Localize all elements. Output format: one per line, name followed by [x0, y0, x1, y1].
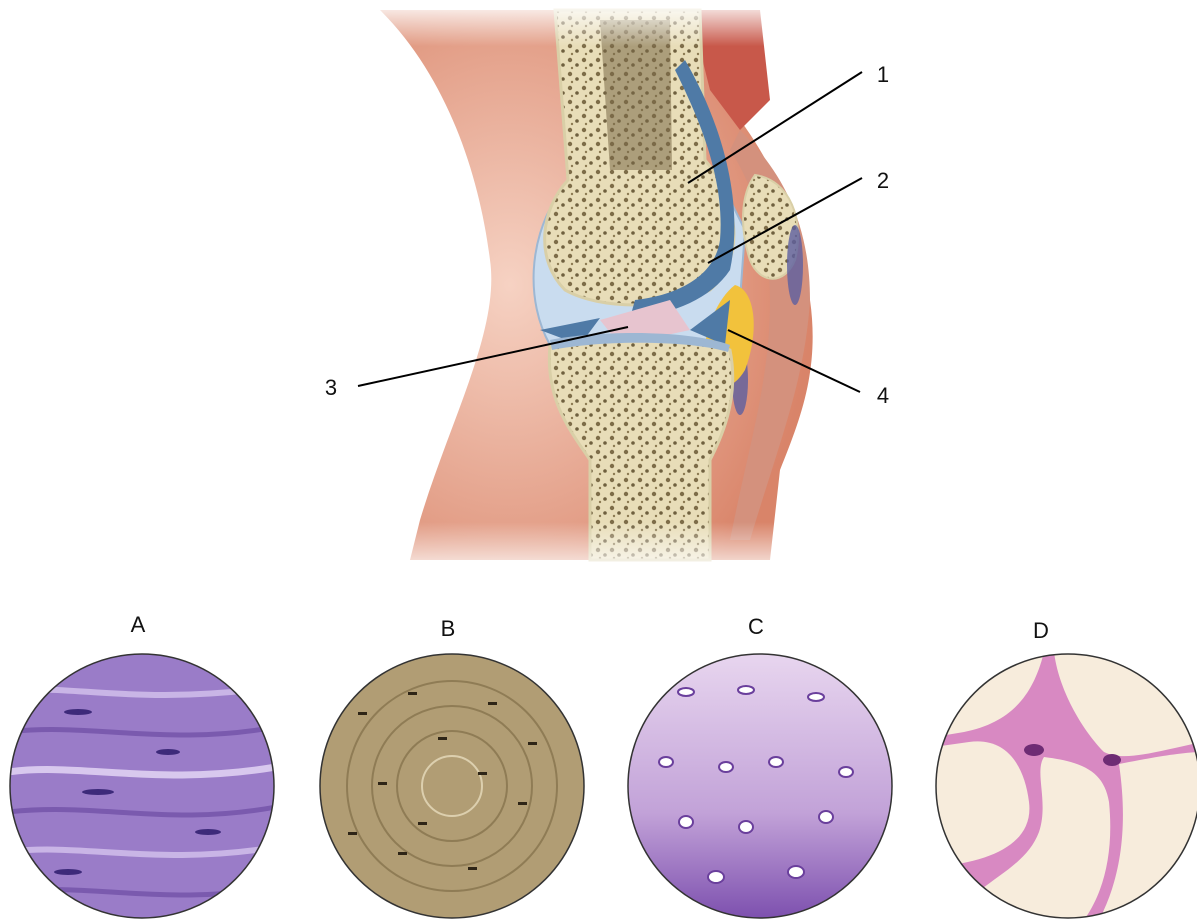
- callout-1: 1: [868, 62, 898, 88]
- micrograph-b: [318, 652, 586, 920]
- panel-label-c: C: [736, 614, 776, 640]
- callout-2: 2: [868, 168, 898, 194]
- panel-label-d: D: [1021, 618, 1061, 644]
- micrograph-a: [8, 652, 276, 920]
- callout-3: 3: [316, 375, 346, 401]
- knee-joint-illustration: [300, 0, 920, 580]
- fade-overlay: [300, 0, 920, 580]
- micrograph-c: [626, 652, 894, 920]
- panel-label-a: A: [118, 612, 158, 638]
- micrograph-d: [934, 652, 1197, 920]
- callout-4: 4: [868, 383, 898, 409]
- panel-label-b: B: [428, 616, 468, 642]
